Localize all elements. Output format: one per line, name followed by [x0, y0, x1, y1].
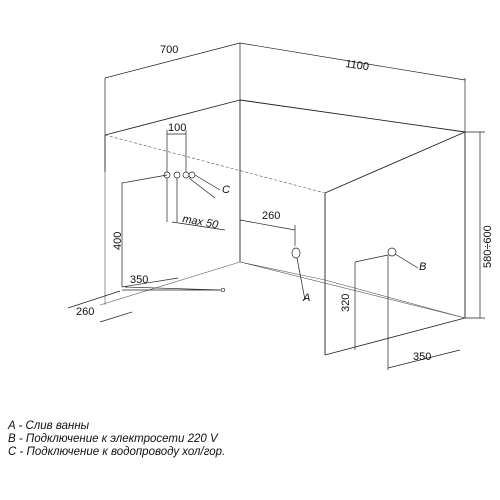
dimension-260-left: [67, 290, 133, 323]
label-320: 320: [340, 294, 352, 312]
label-350-left: 350: [130, 274, 148, 286]
label-400: 400: [112, 232, 124, 250]
drain-outlet-point: [220, 287, 226, 293]
legend-item-a: A - Слив ванны: [8, 420, 90, 432]
water-connection-c: [163, 130, 226, 231]
dimension-700: [104, 42, 241, 135]
legend: A - Слив ванны B - Подключение к электро…: [8, 420, 488, 459]
dimension-580-600: [465, 131, 485, 319]
dimension-1100: [239, 42, 466, 132]
dimension-350-left: [121, 277, 222, 291]
marker-c: C: [222, 184, 230, 196]
label-580-600: 580÷600: [482, 225, 494, 268]
label-1100: 1100: [345, 58, 370, 73]
construction-lines: [99, 134, 466, 319]
label-max-50: max 50: [181, 213, 219, 231]
label-100: 100: [168, 122, 186, 134]
marker-b: B: [419, 261, 426, 273]
bathtub-outline: [104, 99, 466, 356]
dimension-400: [121, 174, 168, 287]
label-260-left: 260: [76, 306, 94, 318]
legend-item-c: C - Подключение к водопроводу хол/гор.: [8, 446, 226, 458]
electric-connection-b: [354, 247, 461, 370]
drain-a: [239, 219, 306, 301]
label-260-top: 260: [262, 210, 280, 222]
label-700: 700: [160, 44, 178, 56]
legend-item-b: B - Подключение к электросети 220 V: [8, 433, 218, 445]
label-350-right: 350: [413, 351, 431, 363]
marker-a: A: [302, 292, 310, 304]
